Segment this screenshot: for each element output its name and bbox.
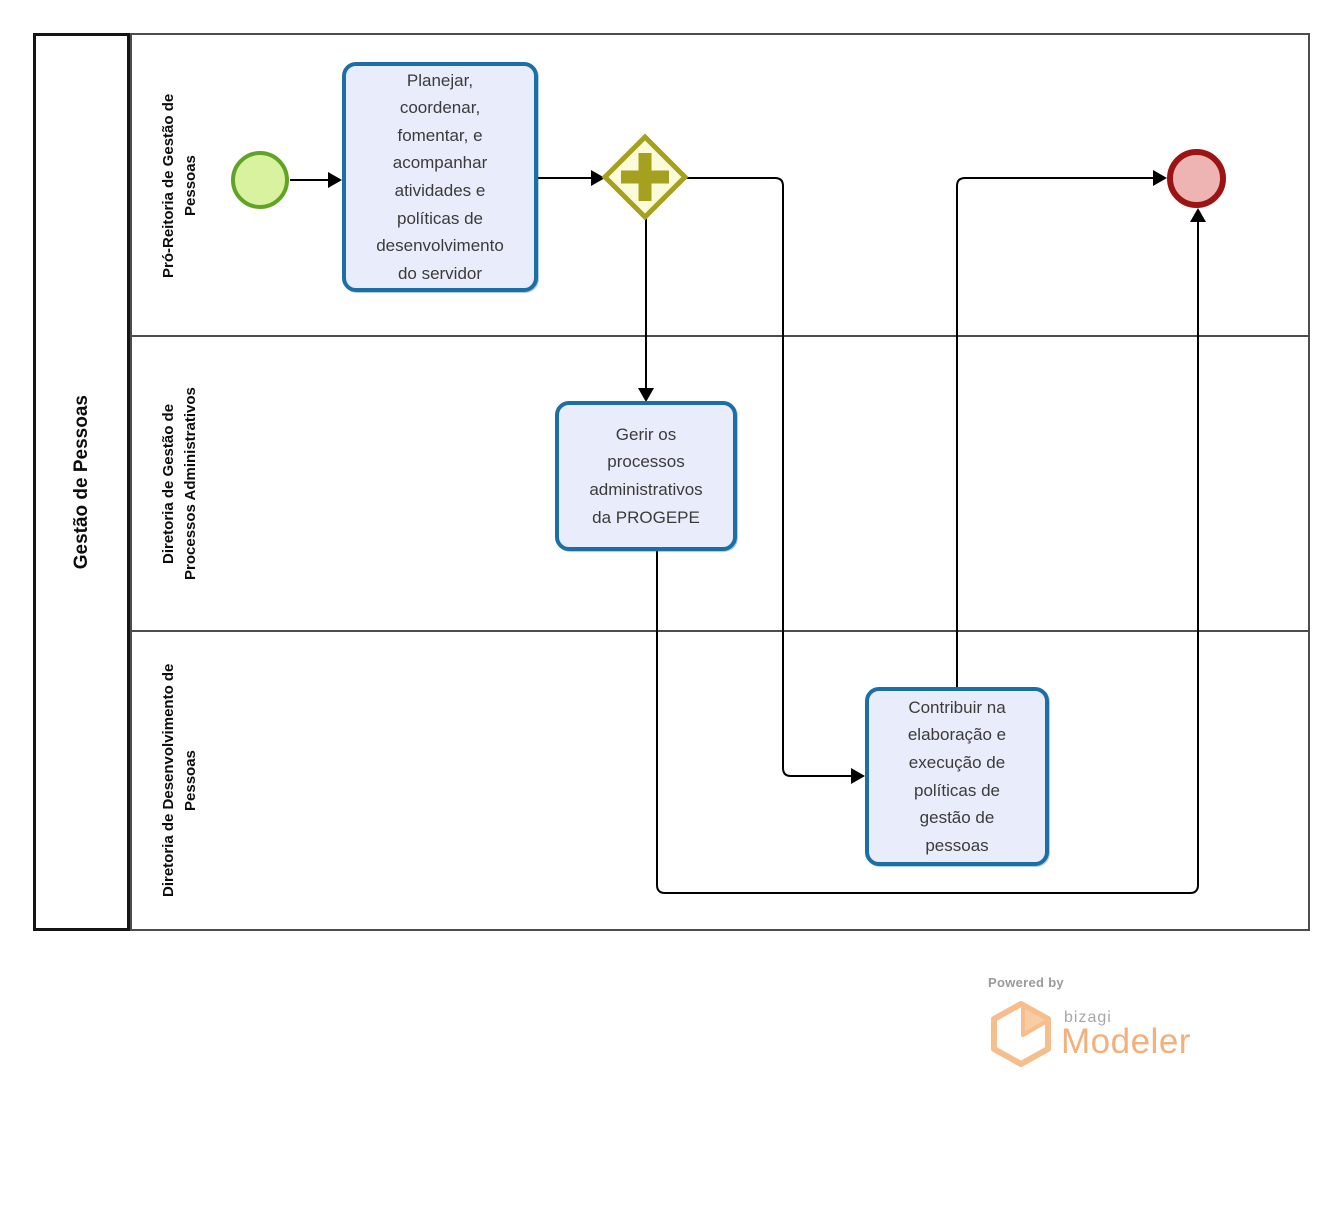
flow-task2-to-end[interactable] (656, 222, 1199, 894)
plus-icon (621, 153, 669, 201)
lane-diretoria-processos[interactable]: Diretoria de Gestão de Processos Adminis… (132, 337, 1308, 632)
lane-label: Diretoria de Desenvolvimento de Pessoas (160, 663, 199, 898)
modeler-wordmark: Modeler (1061, 1022, 1191, 1061)
task-label: Contribuir na elaboração e execução de p… (907, 697, 1007, 855)
pool-gestao-de-pessoas[interactable]: Gestão de Pessoas (33, 33, 130, 931)
lane-pro-reitoria[interactable]: Pró-Reitoria de Gestão de Pessoas (132, 35, 1308, 337)
end-event[interactable] (1167, 149, 1226, 208)
start-event[interactable] (231, 151, 289, 209)
task-contribuir-politicas[interactable]: Contribuir na elaboração e execução de p… (865, 687, 1049, 866)
task-label: Planejar, coordenar, fomentar, e acompan… (376, 70, 504, 283)
lane-label-wrap: Diretoria de Desenvolvimento de Pessoas (136, 632, 224, 929)
bizagi-modeler-watermark: Powered by bizagi Modeler (988, 975, 1268, 1085)
bizagi-wordmark: bizagi (1064, 1009, 1112, 1026)
lane-label-wrap: Pró-Reitoria de Gestão de Pessoas (136, 35, 224, 335)
lane-label: Diretoria de Gestão de Processos Adminis… (160, 387, 199, 580)
pool-title: Gestão de Pessoas (70, 394, 92, 570)
flow-task3-to-end[interactable] (956, 177, 1154, 687)
flow-gateway-to-task3[interactable] (685, 177, 852, 777)
lane-label: Pró-Reitoria de Gestão de Pessoas (160, 92, 199, 278)
lane-container: Pró-Reitoria de Gestão de Pessoas Direto… (130, 33, 1310, 931)
task-label: Gerir os processos administrativos da PR… (589, 424, 703, 527)
task-gerir-processos[interactable]: Gerir os processos administrativos da PR… (555, 401, 737, 551)
powered-by-label: Powered by (988, 975, 1064, 990)
bizagi-hexagon-icon (991, 1001, 1051, 1067)
task-planejar-coordenar[interactable]: Planejar, coordenar, fomentar, e acompan… (342, 62, 538, 292)
lane-label-wrap: Diretoria de Gestão de Processos Adminis… (136, 337, 224, 630)
parallel-gateway[interactable] (601, 133, 689, 221)
